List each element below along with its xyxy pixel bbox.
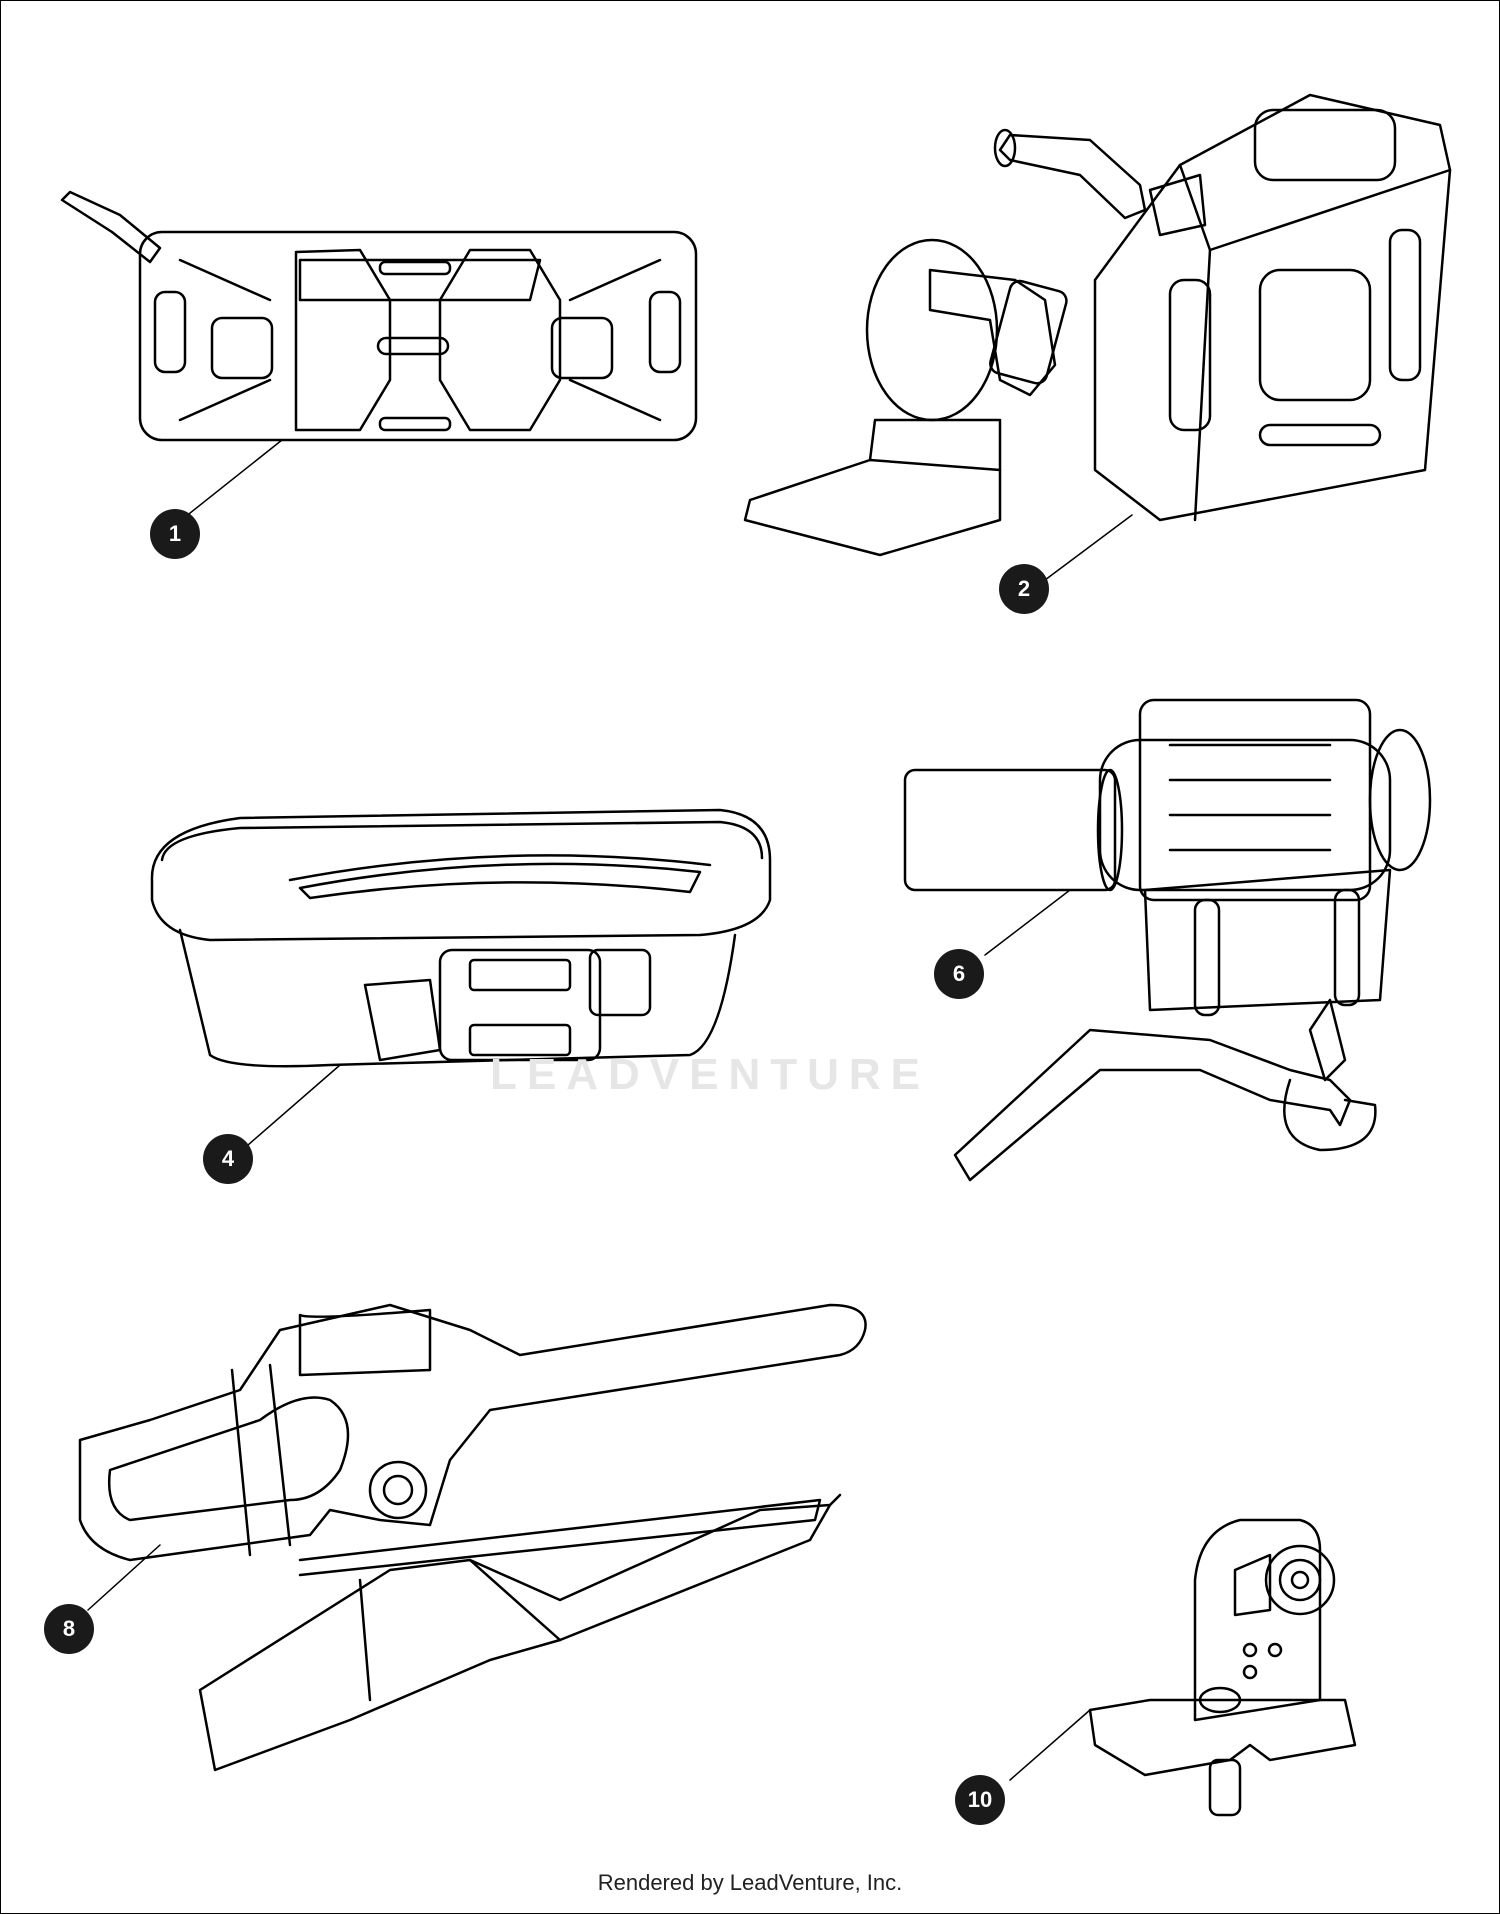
footer-credit: Rendered by LeadVenture, Inc. xyxy=(597,1870,903,1895)
callout-4: 4 xyxy=(203,1134,253,1184)
callout-1: 1 xyxy=(150,509,200,559)
leader-line-10 xyxy=(1009,1709,1091,1781)
part-2-jerry-can xyxy=(743,93,1452,557)
part-8-gun-boot xyxy=(78,1303,867,1772)
leader-line-8 xyxy=(87,1544,161,1611)
leader-line-2 xyxy=(1044,514,1133,581)
part-4-storage-box xyxy=(150,808,772,1068)
part-1-fuel-pack xyxy=(60,190,698,442)
part-6-winch xyxy=(903,698,1432,1182)
watermark: LEADVENTURE xyxy=(490,1050,931,1099)
callout-2: 2 xyxy=(999,564,1049,614)
leader-line-6 xyxy=(984,889,1071,956)
leader-line-4 xyxy=(247,1064,341,1146)
callout-8: 8 xyxy=(44,1604,94,1654)
leader-line-1 xyxy=(174,439,283,526)
callout-6: 6 xyxy=(934,949,984,999)
callout-10: 10 xyxy=(955,1775,1005,1825)
part-10-pulley-mount xyxy=(1088,1518,1357,1817)
